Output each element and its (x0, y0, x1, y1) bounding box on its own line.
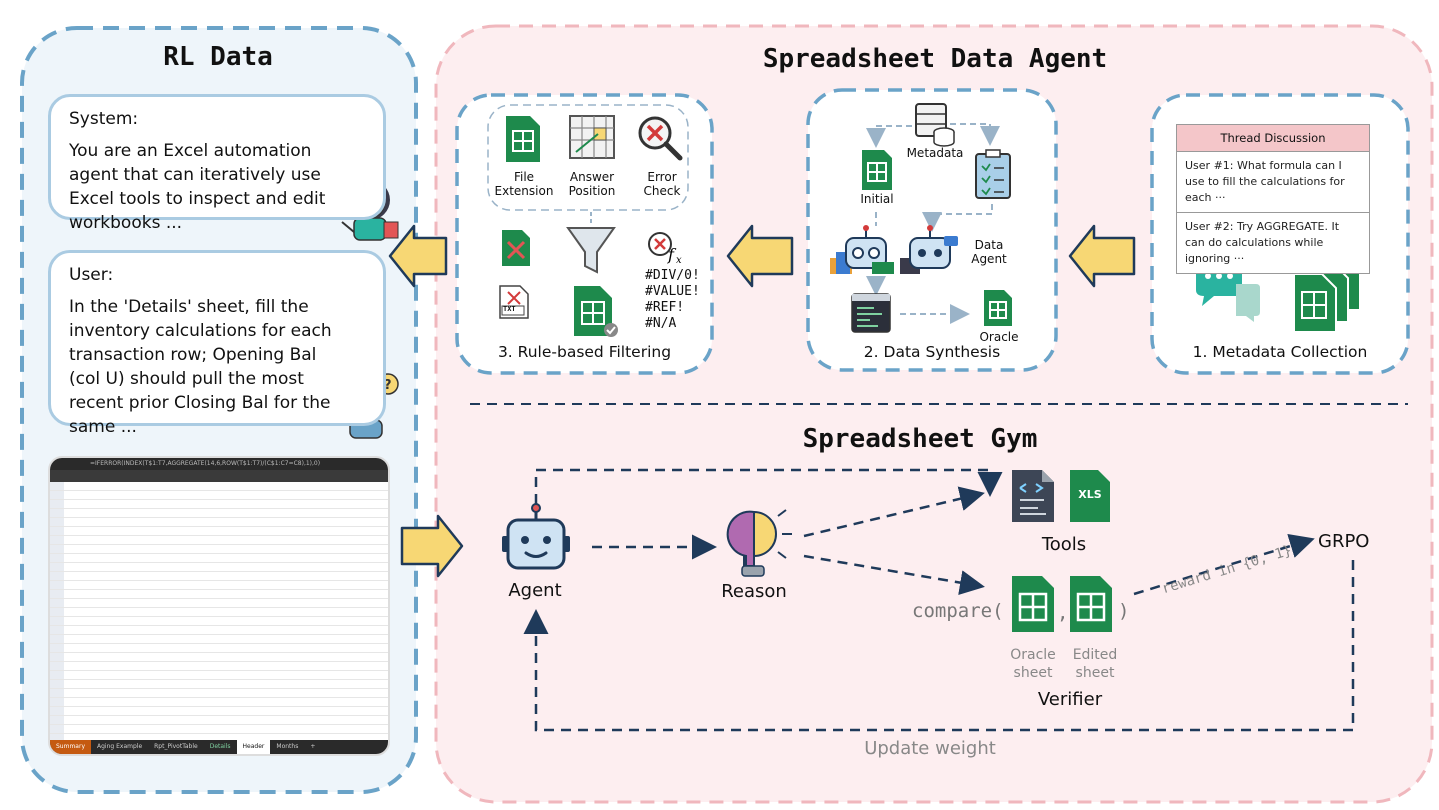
svg-text:x: x (676, 255, 682, 266)
grid-position-icon (569, 115, 615, 159)
error-magnifier-icon (638, 116, 683, 161)
user-label: User: (69, 265, 114, 285)
metadata-label: Metadata (906, 146, 964, 160)
formula-bar: =IFERROR(INDEX(T$1:T7,AGGREGATE(14,6,ROW… (50, 458, 388, 470)
svg-text:f: f (667, 245, 677, 264)
flow-loop-top (534, 468, 1003, 504)
edited-sheet-label: Edited sheet (1072, 647, 1118, 681)
agent-robot-icon (502, 503, 570, 570)
flow-update-weight (523, 560, 1355, 732)
flow-verifier-to-grpo (1133, 533, 1315, 596)
excel-file-check-icon (574, 286, 618, 337)
sheet-tab[interactable]: Months (276, 743, 299, 750)
flow-db-to-initial (866, 125, 912, 148)
yellow-arrow-left-3 (388, 224, 448, 288)
error-value: #VALUE! (645, 284, 700, 299)
reason-bulb-icon (726, 509, 792, 577)
file-extension-label: File Extension (494, 170, 554, 198)
thread-header: Thread Discussion (1177, 125, 1369, 152)
svg-text:?: ? (384, 378, 392, 393)
sheet-tab-bar: Summary Aging Example Rpt_PivotTable Det… (50, 740, 388, 754)
step1-label: 1. Metadata Collection (1192, 343, 1368, 361)
robot-icon-1 (830, 225, 894, 274)
oracle-sheet-icon (1012, 576, 1054, 632)
sheet-tab-add[interactable]: + (310, 743, 316, 750)
thread-row: User #2: Try AGGREGATE. It can do calcul… (1185, 220, 1340, 265)
compare-close: ) (1118, 600, 1130, 622)
code-window-icon (851, 293, 891, 333)
initial-label: Initial (860, 192, 894, 206)
database-icon (915, 103, 955, 147)
code-file-icon (1012, 470, 1054, 522)
flow-to-robots (875, 204, 993, 228)
xls-label: XLS (1078, 488, 1102, 501)
agent-label: Agent (508, 580, 562, 601)
system-bubble: System: You are an Excel automation agen… (48, 94, 386, 233)
step2-label: 2. Data Synthesis (863, 343, 1001, 361)
excel-initial-icon (862, 150, 892, 190)
gym-title: Spreadsheet Gym (802, 424, 1038, 454)
excel-oracle-icon (984, 290, 1012, 326)
oracle-label: Oracle (979, 330, 1019, 344)
excel-file-broken-icon (502, 230, 530, 266)
txt-label: TXT (503, 305, 516, 313)
thread-discussion-card: Thread Discussion User #1: What formula … (1176, 124, 1370, 274)
agent-panel-title: Spreadsheet Data Agent (762, 44, 1108, 74)
flow-db-to-checklist (950, 123, 1000, 146)
sheet-grid (50, 482, 388, 740)
sheet-tab[interactable]: Header (236, 740, 271, 754)
verifier-label: Verifier (1037, 689, 1103, 710)
compare-open: compare( (912, 600, 1004, 622)
sheet-tab[interactable]: Details (209, 743, 231, 750)
yellow-arrow-right (400, 514, 464, 578)
flow-reason-to-verifier (803, 554, 985, 595)
sheet-tab[interactable]: Aging Example (97, 743, 143, 750)
error-fx-icon: f x (648, 232, 682, 266)
txt-file-icon (499, 285, 529, 319)
user-bubble: User: In the 'Details' sheet, fill the i… (48, 250, 386, 437)
step3-inner-box (487, 104, 689, 211)
robot-icon-2 (900, 225, 958, 274)
spreadsheet-screenshot: =IFERROR(INDEX(T$1:T7,AGGREGATE(14,6,ROW… (48, 456, 390, 756)
oracle-sheet-label: Oracle sheet (1010, 647, 1056, 681)
grpo-label: GRPO (1318, 531, 1370, 552)
yellow-arrow-left-1 (1068, 224, 1136, 288)
error-check-label: Error Check (643, 170, 681, 198)
error-list: #DIV/0! #VALUE! #REF! #N/A (645, 268, 700, 332)
error-ref: #REF! (645, 300, 685, 315)
thread-row: User #1: What formula can I use to fill … (1177, 152, 1369, 213)
error-div0: #DIV/0! (645, 268, 700, 283)
flow-reason-to-tools (803, 486, 985, 538)
rl-data-title: RL Data (163, 42, 273, 72)
funnel-icon (566, 212, 616, 274)
user-text: In the 'Details' sheet, fill the invento… (69, 297, 332, 437)
data-agent-label: Data Agent (971, 238, 1007, 266)
sheet-tab[interactable]: Summary (50, 740, 91, 754)
xls-file-icon (1070, 470, 1110, 522)
checklist-icon (975, 149, 1011, 199)
step3-label: 3. Rule-based Filtering (497, 343, 672, 361)
system-text: You are an Excel automation agent that c… (69, 141, 326, 233)
edited-sheet-icon (1070, 576, 1112, 632)
column-header-row (50, 470, 388, 482)
system-label: System: (69, 109, 139, 129)
tools-label: Tools (1041, 534, 1087, 555)
compare-comma: , (1057, 602, 1069, 624)
sheet-tab[interactable]: Rpt_PivotTable (154, 743, 198, 750)
excel-file-icon-ext (506, 116, 540, 162)
update-weight-label: Update weight (864, 738, 996, 759)
reason-label: Reason (721, 581, 787, 602)
yellow-arrow-left-2 (726, 224, 794, 288)
error-na: #N/A (645, 316, 677, 331)
answer-position-label: Answer Position (568, 170, 616, 198)
